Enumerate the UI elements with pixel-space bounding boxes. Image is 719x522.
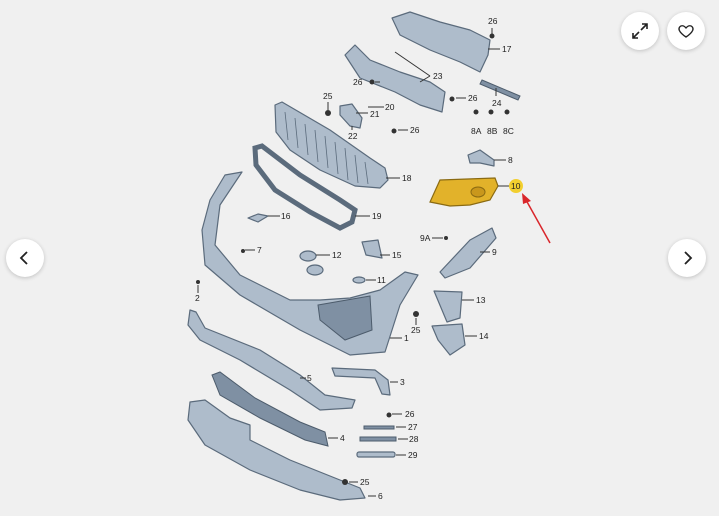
part-5: [187, 309, 356, 411]
label: 11: [377, 275, 386, 285]
expand-button[interactable]: [621, 12, 659, 50]
part-16: [247, 213, 269, 223]
label: 18: [402, 173, 412, 183]
label: 26: [405, 409, 415, 419]
heart-icon: [678, 25, 694, 38]
label: 28: [409, 434, 419, 444]
chevron-left-icon: [19, 251, 28, 265]
label: 25: [360, 477, 370, 487]
label: 9A: [420, 233, 431, 243]
label: 20: [385, 102, 395, 112]
label: 25: [411, 325, 421, 335]
red-arrow: [525, 199, 551, 244]
grille-slats: [284, 111, 369, 185]
label: 9: [492, 247, 497, 257]
label-10-highlight: [509, 179, 523, 193]
favorite-button[interactable]: [667, 12, 705, 50]
part-6-underbody: [187, 399, 366, 501]
label: 8A: [471, 126, 482, 136]
label: 8B: [487, 126, 498, 136]
label: 4: [340, 433, 345, 443]
label: 25: [323, 91, 333, 101]
label: 13: [476, 295, 486, 305]
next-image-button[interactable]: [668, 239, 706, 277]
label: 23: [433, 71, 443, 81]
part-19-frame: [252, 143, 358, 231]
label: 3: [400, 377, 405, 387]
part-22: [339, 103, 363, 129]
label: 19: [372, 211, 382, 221]
part-15: [361, 239, 383, 259]
part-23: [344, 44, 446, 113]
part-29: [356, 451, 396, 458]
part-4-mesh: [211, 371, 329, 447]
label: 26: [488, 16, 498, 26]
label: 1: [404, 333, 409, 343]
expand-icon: [632, 23, 648, 39]
part-9: [439, 227, 497, 279]
fasteners: [196, 33, 510, 485]
leader-lines: [197, 28, 510, 497]
label: 15: [392, 250, 402, 260]
label: 26: [410, 125, 420, 135]
label: 27: [408, 422, 418, 432]
chevron-right-icon: [684, 251, 693, 265]
label: 29: [408, 450, 418, 460]
part-27: [363, 425, 395, 430]
label: 16: [281, 211, 291, 221]
part-28: [359, 436, 397, 442]
part-10-hole: [470, 186, 486, 198]
label: 2: [195, 293, 200, 303]
label: 17: [502, 44, 512, 54]
red-arrow-head: [522, 193, 531, 204]
part-24: [479, 79, 521, 101]
part-10-highlighted: [429, 177, 499, 207]
part-1-bumper: [201, 171, 419, 356]
previous-image-button[interactable]: [6, 239, 44, 277]
label: 26: [468, 93, 478, 103]
part-8: [467, 149, 495, 167]
bumper-intake: [317, 295, 373, 341]
label: 26: [353, 77, 363, 87]
part-17: [391, 11, 491, 73]
label: 5: [307, 373, 312, 383]
label: 7: [257, 245, 262, 255]
part-11: [352, 276, 366, 284]
part-18-grille: [274, 101, 389, 189]
part-13: [433, 290, 463, 323]
label: 8C: [503, 126, 514, 136]
bottom-edge: [0, 516, 719, 522]
label: 8: [508, 155, 513, 165]
part-12a: [299, 250, 317, 262]
label: 24: [492, 98, 502, 108]
label: 22: [348, 131, 358, 141]
part-labels: 26 17 23 26 26 24 25 20 21 22 26 8A 8B 8…: [195, 16, 521, 501]
part-14: [431, 323, 466, 356]
part-12b: [306, 264, 324, 276]
label: 10: [511, 181, 521, 191]
part-3: [331, 367, 391, 396]
label: 14: [479, 331, 489, 341]
label: 12: [332, 250, 342, 260]
label: 6: [378, 491, 383, 501]
label: 21: [370, 109, 380, 119]
